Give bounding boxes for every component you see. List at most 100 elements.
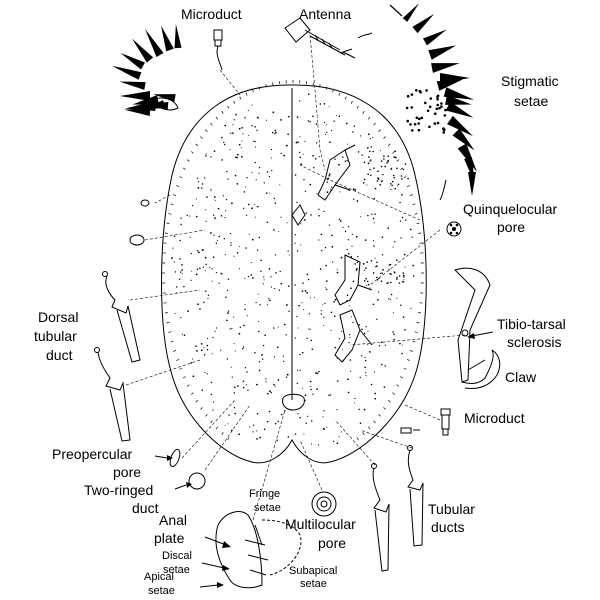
marginal-seta: [362, 110, 365, 114]
stipple-dot: [304, 190, 307, 192]
stipple-dot: [226, 358, 228, 360]
stipple-dot: [265, 192, 268, 195]
stipple-dot: [297, 413, 299, 415]
pore-dot: [363, 280, 366, 282]
marginal-seta: [373, 420, 376, 424]
pore-dot: [377, 170, 379, 172]
label-subapical-2: setae: [300, 578, 327, 590]
stipple-dot: [200, 343, 203, 345]
stipple-dot: [242, 380, 245, 383]
pore-dot: [436, 98, 439, 101]
stipple-dot: [307, 278, 310, 281]
marginal-seta: [418, 312, 422, 314]
pore-dot: [352, 280, 355, 283]
stipple-dot: [251, 125, 253, 127]
stipple-dot: [381, 236, 384, 239]
marginal-seta: [356, 437, 359, 441]
stipple-dot: [220, 272, 223, 275]
stipple-dot: [346, 143, 349, 145]
stipple-dot: [396, 297, 398, 299]
stipple-dot: [252, 431, 254, 433]
stipple-dot: [358, 408, 360, 411]
stipple-dot: [322, 427, 325, 430]
marginal-seta: [414, 331, 418, 333]
stipple-dot: [244, 308, 246, 311]
anal-ring: [282, 393, 305, 411]
stipple-dot: [226, 170, 228, 173]
stipple-dot: [231, 327, 233, 330]
pore-dot: [390, 168, 393, 170]
stipple-dot: [313, 166, 315, 169]
stipple-dot: [214, 330, 216, 332]
stipple-dot: [308, 313, 311, 315]
pore-dot: [361, 154, 363, 156]
stipple-dot: [276, 346, 279, 349]
stipple-dot: [382, 269, 384, 271]
marginal-seta: [200, 136, 203, 139]
stipple-dot: [247, 389, 249, 391]
label-antenna: Antenna: [299, 6, 351, 22]
stipple-dot: [294, 174, 297, 176]
stipple-dot: [334, 315, 336, 318]
stipple-dot: [181, 269, 184, 271]
stipple-dot: [245, 214, 248, 216]
stipple-dot: [401, 344, 403, 346]
spine: [120, 53, 145, 70]
stipple-dot: [405, 219, 407, 221]
label-discal-1: Discal: [162, 550, 192, 562]
stipple-dot: [213, 214, 215, 216]
stipple-dot: [409, 228, 412, 231]
spine: [412, 13, 435, 34]
stipple-dot: [242, 347, 244, 350]
pore-dot: [436, 95, 439, 99]
stipple-dot: [199, 267, 201, 270]
label-multilocular-1: Multilocular: [285, 516, 356, 532]
left-details: [94, 199, 302, 589]
marginal-seta: [227, 437, 230, 441]
stipple-dot: [236, 252, 239, 254]
stipple-dot: [274, 385, 276, 387]
stipple-dot: [206, 337, 209, 340]
stipple-dot: [229, 148, 231, 151]
marginal-seta: [412, 340, 416, 343]
stipple-dot: [234, 350, 236, 352]
pore-dot: [402, 281, 404, 283]
stipple-dot: [296, 382, 298, 385]
marginal-seta: [186, 384, 190, 387]
stipple-dot: [340, 256, 343, 259]
pore-dot: [393, 271, 396, 274]
stipple-dot: [234, 156, 237, 158]
stipple-dot: [294, 234, 296, 236]
stipple-dot: [323, 324, 325, 327]
stipple-dot: [211, 268, 213, 270]
stipple-dot: [240, 156, 243, 158]
stipple-dot: [203, 354, 206, 356]
stipple-dot: [299, 353, 301, 356]
label-tubular-2: ducts: [431, 519, 464, 535]
stipple-dot: [227, 178, 229, 180]
stipple-dot: [304, 290, 307, 292]
stipple-dot: [238, 143, 241, 146]
stipple-dot: [323, 410, 325, 412]
pore-dot: [380, 180, 383, 183]
pore-dot: [436, 103, 440, 107]
stipple-dot: [210, 189, 212, 191]
stipple-dot: [212, 336, 214, 339]
pore-dot: [369, 150, 371, 153]
pore-dot: [386, 162, 388, 164]
stipple-dot: [192, 375, 195, 378]
spine: [436, 79, 464, 91]
stipple-dot: [301, 351, 304, 354]
pore-dot: [420, 116, 424, 120]
stipple-dot: [255, 301, 257, 304]
stipple-dot: [308, 328, 310, 330]
stipple-dot: [287, 250, 289, 252]
stipple-dot: [287, 133, 289, 136]
stipple-dot: [310, 388, 312, 391]
stipple-dot: [230, 242, 232, 244]
marginal-seta: [409, 194, 413, 197]
stipple-dot: [320, 233, 323, 236]
stipple-dot: [221, 159, 223, 161]
legs: [282, 144, 373, 411]
stipple-dot: [270, 392, 272, 394]
